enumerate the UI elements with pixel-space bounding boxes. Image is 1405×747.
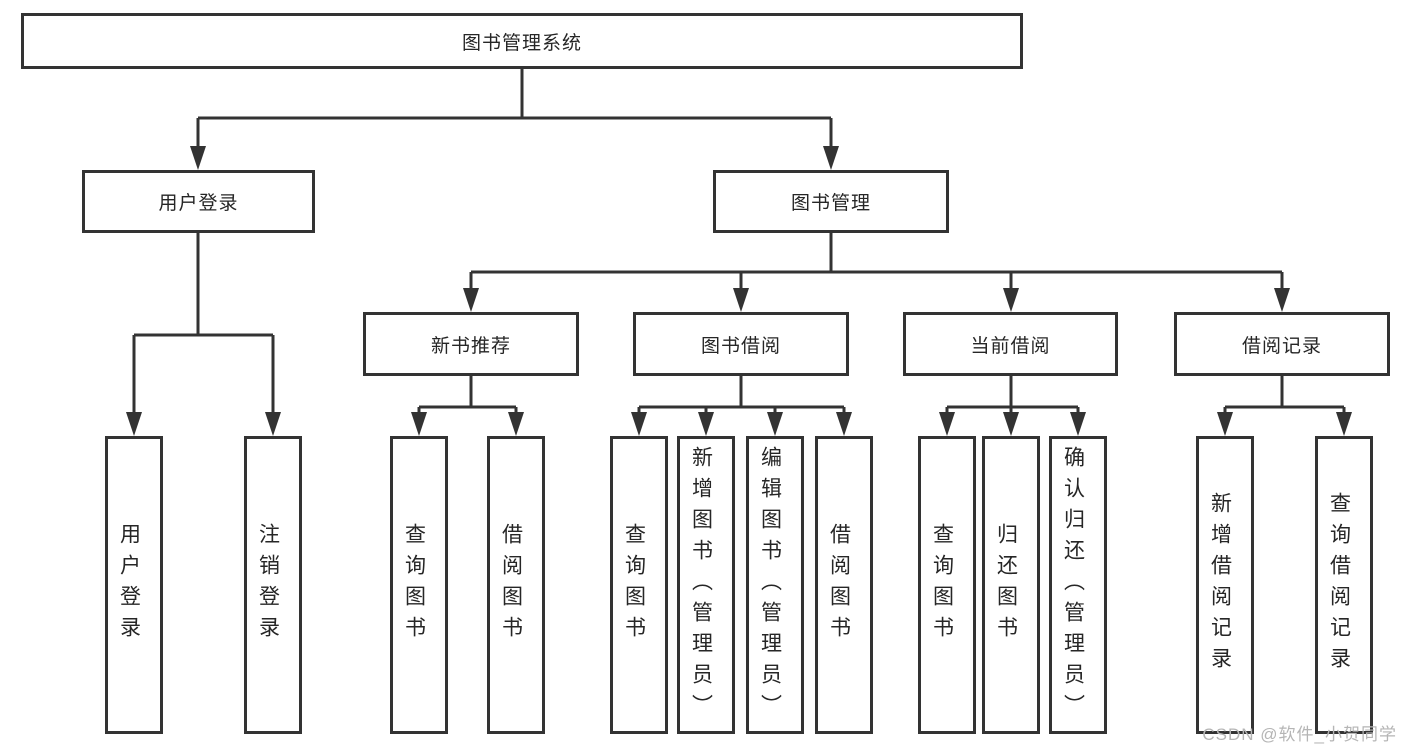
leaf-add-borrow-record-label: 新增借阅记录	[1208, 492, 1232, 678]
watermark: CSDN @软件_小贺同学	[1202, 725, 1397, 744]
node-user-login: 用户登录	[82, 170, 315, 233]
leaf-borrow-books-recommend-label: 借阅图书	[499, 523, 523, 647]
leaf-user-login-label: 用户登录	[117, 523, 141, 647]
node-library-management-system-label: 图书管理系统	[461, 32, 582, 54]
leaf-query-borrow-record: 查询借阅记录	[1315, 436, 1373, 734]
leaf-add-books-admin: 新增图书（管理员）	[677, 436, 735, 734]
leaf-return-books: 归还图书	[982, 436, 1040, 734]
node-current-borrowing: 当前借阅	[903, 312, 1118, 376]
node-borrowing-records: 借阅记录	[1174, 312, 1390, 376]
node-book-management: 图书管理	[713, 170, 949, 233]
leaf-query-books-borrowing: 查询图书	[610, 436, 668, 734]
leaf-add-borrow-record: 新增借阅记录	[1196, 436, 1254, 734]
node-current-borrowing-label: 当前借阅	[970, 335, 1051, 357]
leaf-borrow-books: 借阅图书	[815, 436, 873, 734]
node-new-book-recommendation: 新书推荐	[363, 312, 579, 376]
leaf-confirm-return-admin-label: 确认归还（管理员）	[1061, 445, 1085, 725]
node-borrowing-records-label: 借阅记录	[1241, 335, 1322, 357]
leaf-query-books-recommend-label: 查询图书	[402, 523, 426, 647]
node-book-borrowing-label: 图书借阅	[700, 335, 781, 357]
leaf-query-books-recommend: 查询图书	[390, 436, 448, 734]
leaf-confirm-return-admin: 确认归还（管理员）	[1049, 436, 1107, 734]
leaf-add-books-admin-label: 新增图书（管理员）	[689, 445, 713, 725]
leaf-query-borrow-record-label: 查询借阅记录	[1327, 492, 1351, 678]
leaf-user-login: 用户登录	[105, 436, 163, 734]
node-book-management-label: 图书管理	[790, 193, 871, 214]
leaf-query-books-current: 查询图书	[918, 436, 976, 734]
node-library-management-system: 图书管理系统	[21, 13, 1023, 69]
leaf-logout: 注销登录	[244, 436, 302, 734]
node-new-book-recommendation-label: 新书推荐	[430, 335, 511, 357]
leaf-edit-books-admin-label: 编辑图书（管理员）	[758, 445, 782, 725]
leaf-query-books-current-label: 查询图书	[930, 523, 954, 647]
leaf-borrow-books-label: 借阅图书	[827, 523, 851, 647]
leaf-borrow-books-recommend: 借阅图书	[487, 436, 545, 734]
node-user-login-label: 用户登录	[158, 193, 239, 214]
leaf-edit-books-admin: 编辑图书（管理员）	[746, 436, 804, 734]
leaf-return-books-label: 归还图书	[994, 523, 1018, 647]
leaf-logout-label: 注销登录	[256, 523, 280, 647]
leaf-query-books-borrowing-label: 查询图书	[622, 523, 646, 647]
node-book-borrowing: 图书借阅	[633, 312, 849, 376]
